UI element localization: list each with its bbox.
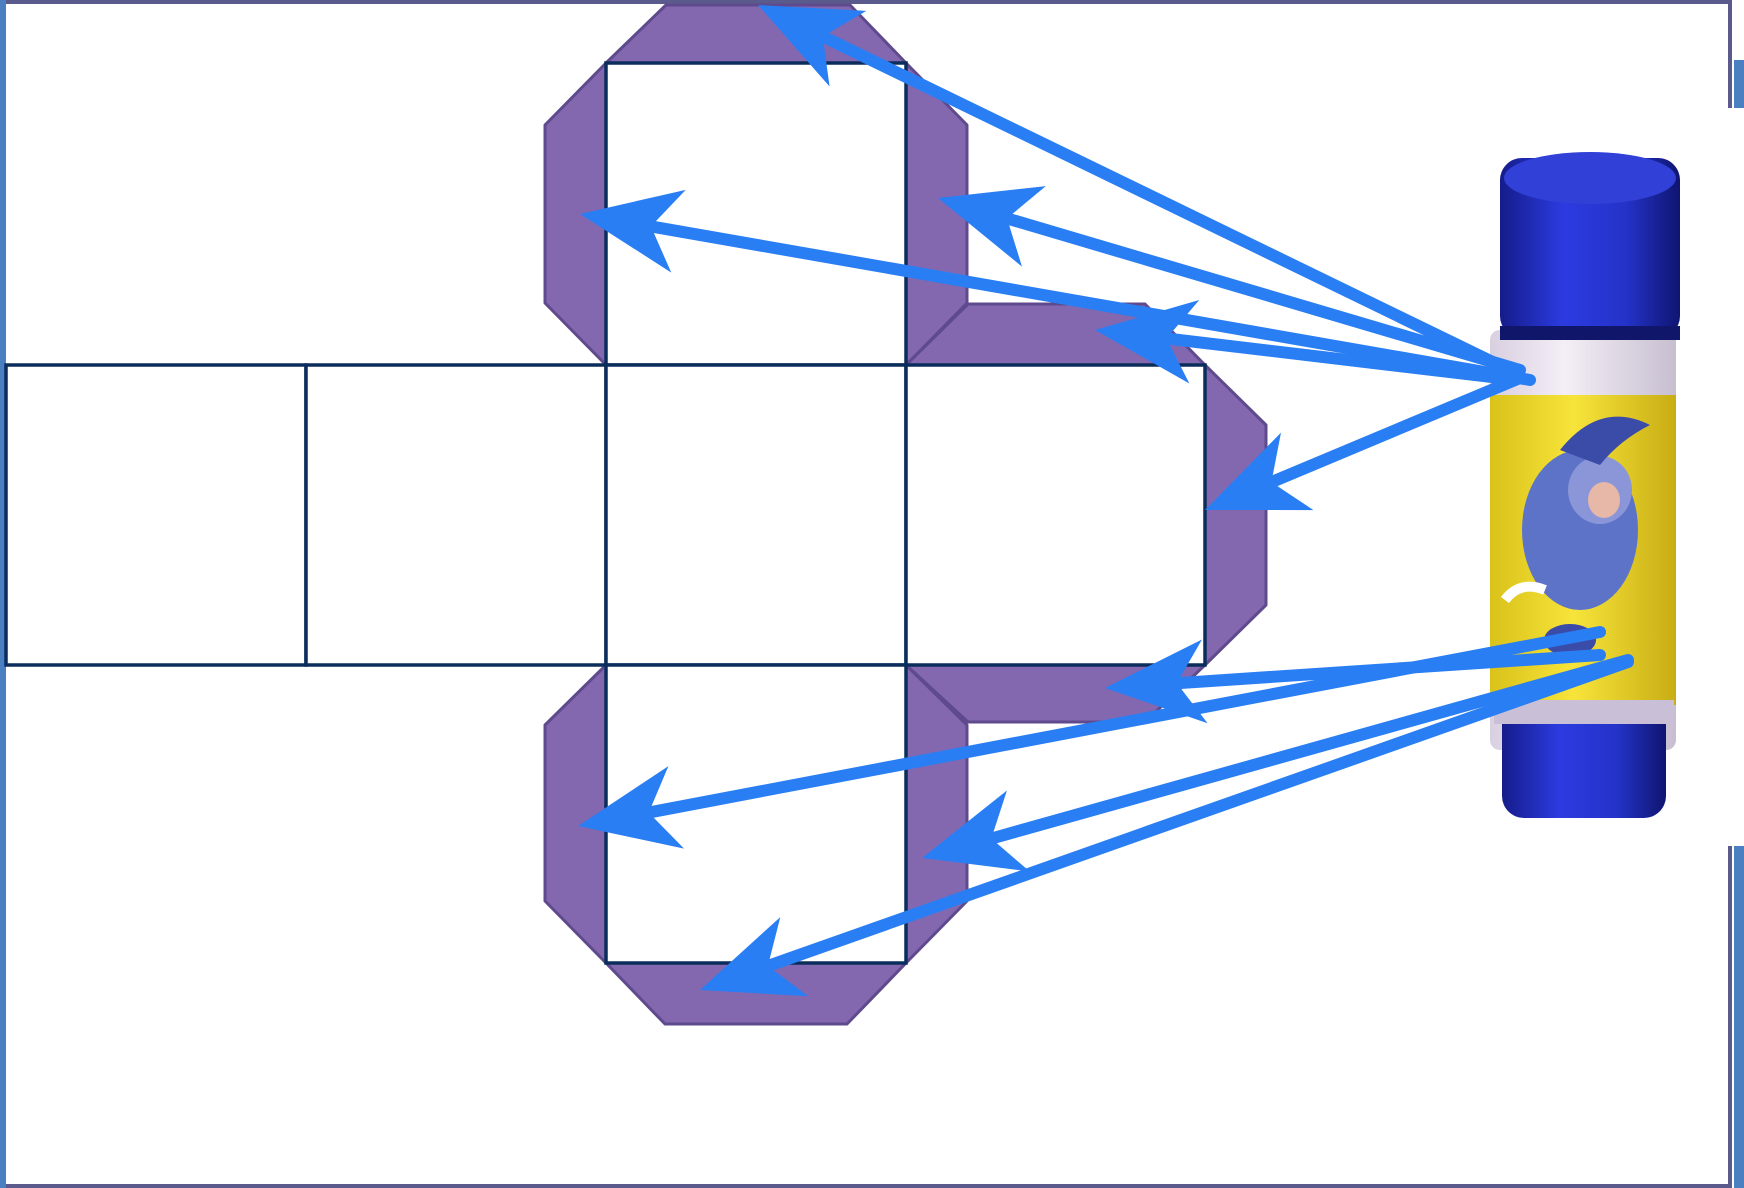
face-left-1 xyxy=(6,365,306,665)
face-center xyxy=(606,365,906,665)
face-right xyxy=(906,365,1205,665)
glue-stick-icon xyxy=(1432,108,1744,846)
face-left-2 xyxy=(306,365,606,665)
